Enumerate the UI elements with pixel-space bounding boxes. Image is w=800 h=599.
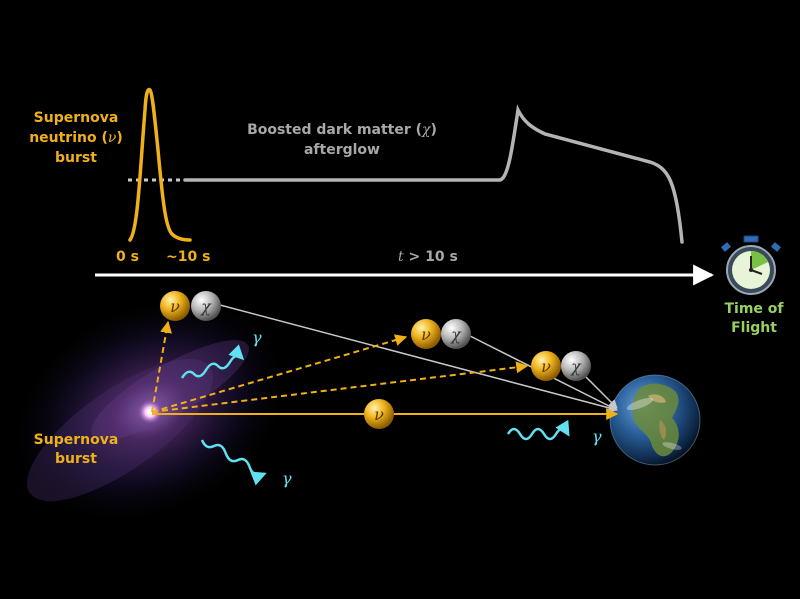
- neutrino-particle-2: ν: [411, 319, 441, 349]
- neutrino-particle-3: ν: [531, 351, 561, 381]
- photon-wave-1: [180, 344, 245, 379]
- neutrino-path-1: [151, 320, 173, 413]
- time-ten-label: ~10 s: [166, 249, 211, 265]
- dark-matter-afterglow-curve: [183, 104, 684, 244]
- time-of-flight-label: Time of Flight: [724, 301, 784, 336]
- svg-text:χ: χ: [450, 325, 462, 344]
- neutrino-particle-direct: ν: [364, 399, 394, 429]
- photon-label-2: γ: [282, 469, 292, 488]
- dark-matter-particle-3: χ: [561, 351, 591, 381]
- bdm-afterglow-label: Boosted dark matter (χ) afterglow: [247, 122, 437, 158]
- neutrino-path-3: [151, 361, 529, 413]
- earth-icon: [609, 374, 701, 466]
- sn-neutrino-label: Supernova neutrino (ν) burst: [29, 110, 123, 166]
- sn-burst-label: Supernova burst: [33, 432, 119, 467]
- neutrino-burst-peak: [128, 87, 192, 242]
- svg-text:ν: ν: [541, 357, 551, 376]
- neutrino-particle-1: ν: [160, 291, 190, 321]
- photon-label-3: γ: [592, 427, 602, 446]
- time-later-label: t > 10 s: [398, 249, 458, 265]
- svg-text:ν: ν: [170, 297, 180, 316]
- dark-matter-path-3: [584, 375, 618, 409]
- neutrino-path-2: [151, 334, 408, 413]
- dark-matter-path-1: [219, 304, 618, 413]
- svg-text:χ: χ: [200, 297, 212, 316]
- dark-matter-particle-1: χ: [191, 291, 221, 321]
- photon-label-1: γ: [252, 328, 262, 347]
- svg-text:χ: χ: [570, 357, 582, 376]
- stopwatch-icon: [721, 235, 781, 295]
- photon-wave-3: [506, 419, 570, 441]
- dark-matter-particle-2: χ: [441, 319, 471, 349]
- svg-text:ν: ν: [421, 325, 431, 344]
- photon-wave-2: [200, 439, 267, 486]
- svg-text:ν: ν: [374, 405, 384, 424]
- time-zero-label: 0 s: [116, 249, 139, 265]
